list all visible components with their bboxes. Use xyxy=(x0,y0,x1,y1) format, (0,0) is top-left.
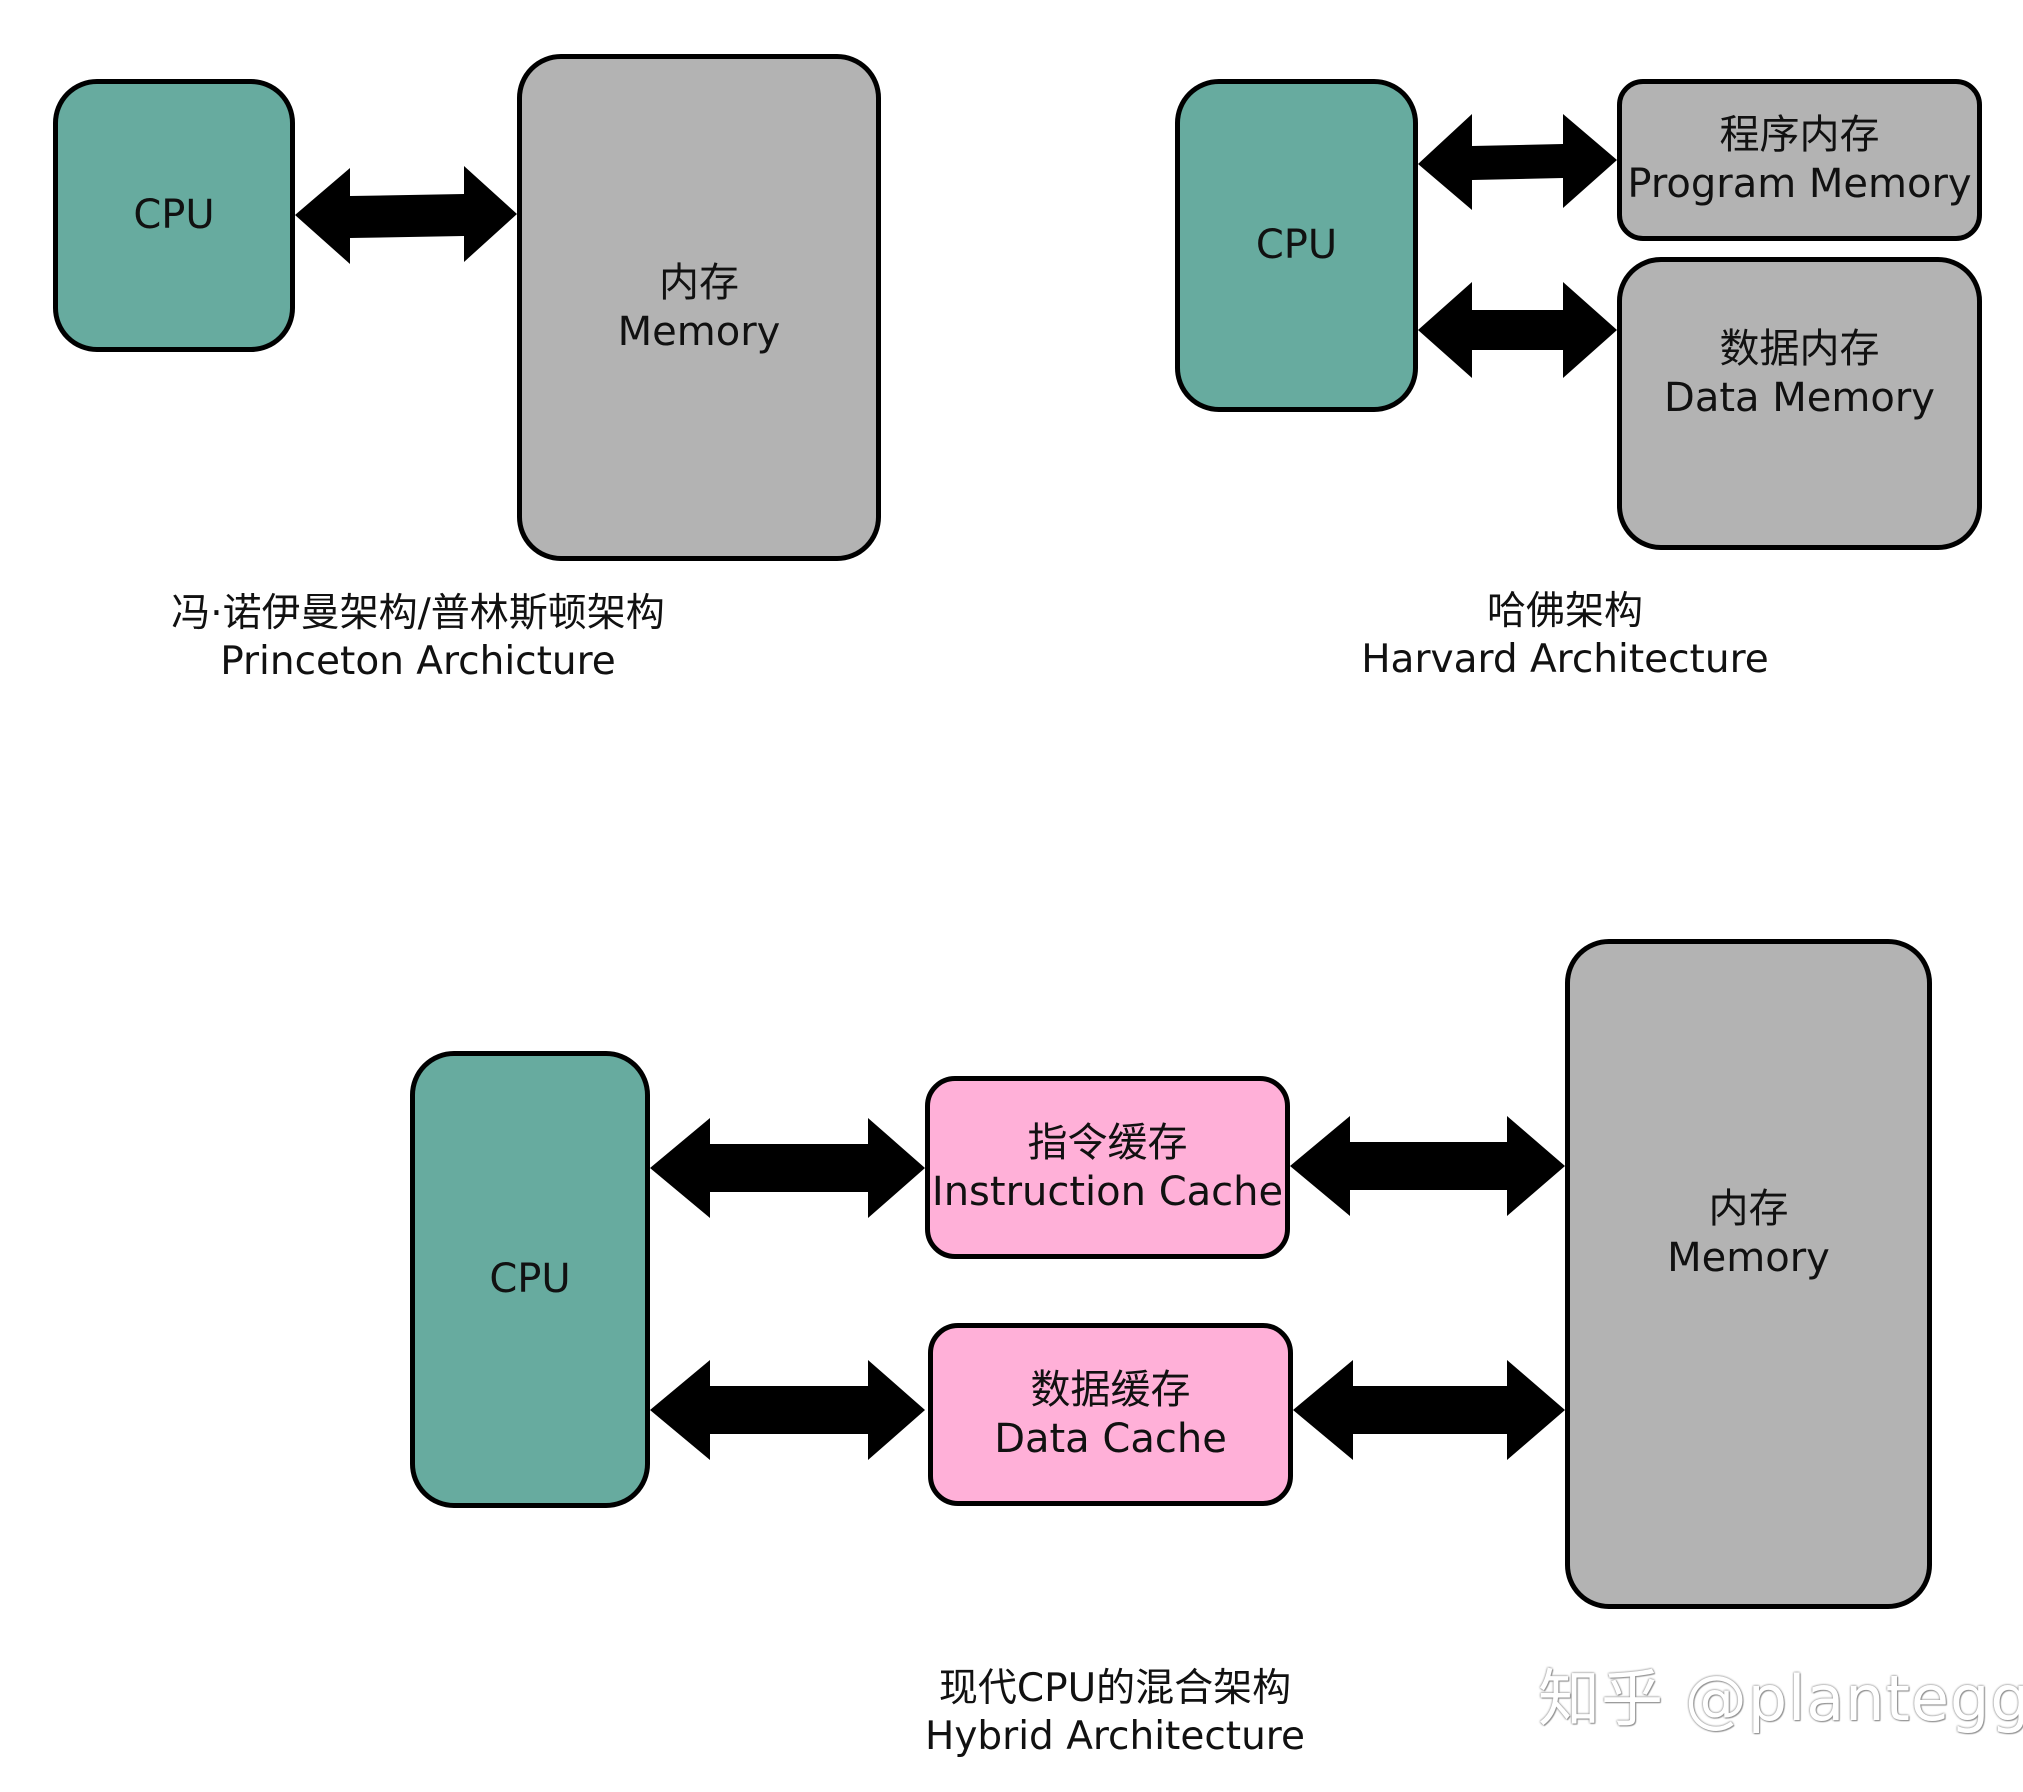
hybrid-cpu-label: CPU xyxy=(489,1256,571,1303)
hybrid-caption: 现代CPU的混合架构 Hybrid Architecture xyxy=(865,1665,1365,1760)
princeton-cpu-memory-arrow xyxy=(295,166,517,264)
princeton-caption-en: Princeton Archicture xyxy=(220,638,616,684)
hybrid-memory-label-en: Memory xyxy=(1667,1235,1830,1281)
watermark: 知乎 @plantegg xyxy=(1538,1662,2023,1735)
princeton-cpu-label: CPU xyxy=(133,192,215,239)
harvard-program-memory-label-cn: 程序内存 xyxy=(1719,112,1880,159)
harvard-caption-en: Harvard Architecture xyxy=(1361,636,1769,682)
princeton-memory-block: 内存 Memory xyxy=(517,54,881,561)
harvard-data-memory-block: 数据内存 Data Memory xyxy=(1617,257,1982,550)
hybrid-instruction-cache-label-cn: 指令缓存 xyxy=(1027,1119,1188,1166)
hybrid-caption-en: Hybrid Architecture xyxy=(925,1713,1305,1759)
harvard-program-memory-block: 程序内存 Program Memory xyxy=(1617,79,1982,241)
hybrid-instruction-cache-memory-arrow xyxy=(1290,1116,1565,1216)
harvard-cpu-block: CPU xyxy=(1175,79,1418,412)
hybrid-instruction-cache-block: 指令缓存 Instruction Cache xyxy=(925,1076,1290,1259)
princeton-memory-label-cn: 内存 xyxy=(659,259,739,306)
hybrid-data-cache-label-cn: 数据缓存 xyxy=(1030,1366,1191,1413)
hybrid-caption-cn: 现代CPU的混合架构 xyxy=(938,1666,1292,1711)
harvard-data-memory-label-cn: 数据内存 xyxy=(1719,325,1880,372)
harvard-caption-cn: 哈佛架构 xyxy=(1486,589,1643,634)
hybrid-data-cache-memory-arrow xyxy=(1293,1360,1565,1460)
harvard-program-memory-arrow xyxy=(1418,114,1617,210)
hybrid-memory-label-cn: 内存 xyxy=(1708,1186,1789,1233)
princeton-caption-cn: 冯·诺伊曼架构/普林斯顿架构 xyxy=(171,591,665,636)
hybrid-memory-block: 内存 Memory xyxy=(1565,939,1932,1609)
harvard-data-memory-arrow xyxy=(1418,282,1617,378)
princeton-memory-label-en: Memory xyxy=(617,308,781,355)
princeton-caption: 冯·诺伊曼架构/普林斯顿架构 Princeton Archicture xyxy=(118,590,718,685)
hybrid-data-cache-block: 数据缓存 Data Cache xyxy=(928,1323,1293,1506)
hybrid-cpu-data-cache-arrow xyxy=(650,1360,925,1460)
hybrid-cpu-instruction-cache-arrow xyxy=(650,1118,925,1218)
hybrid-data-cache-label-en: Data Cache xyxy=(994,1415,1227,1462)
harvard-caption: 哈佛架构 Harvard Architecture xyxy=(1345,588,1785,683)
harvard-data-memory-label-en: Data Memory xyxy=(1664,374,1935,421)
princeton-cpu-block: CPU xyxy=(53,79,295,352)
hybrid-cpu-block: CPU xyxy=(410,1051,650,1508)
harvard-cpu-label: CPU xyxy=(1255,222,1338,269)
hybrid-instruction-cache-label-en: Instruction Cache xyxy=(931,1168,1284,1215)
harvard-program-memory-label-en: Program Memory xyxy=(1627,161,1972,207)
